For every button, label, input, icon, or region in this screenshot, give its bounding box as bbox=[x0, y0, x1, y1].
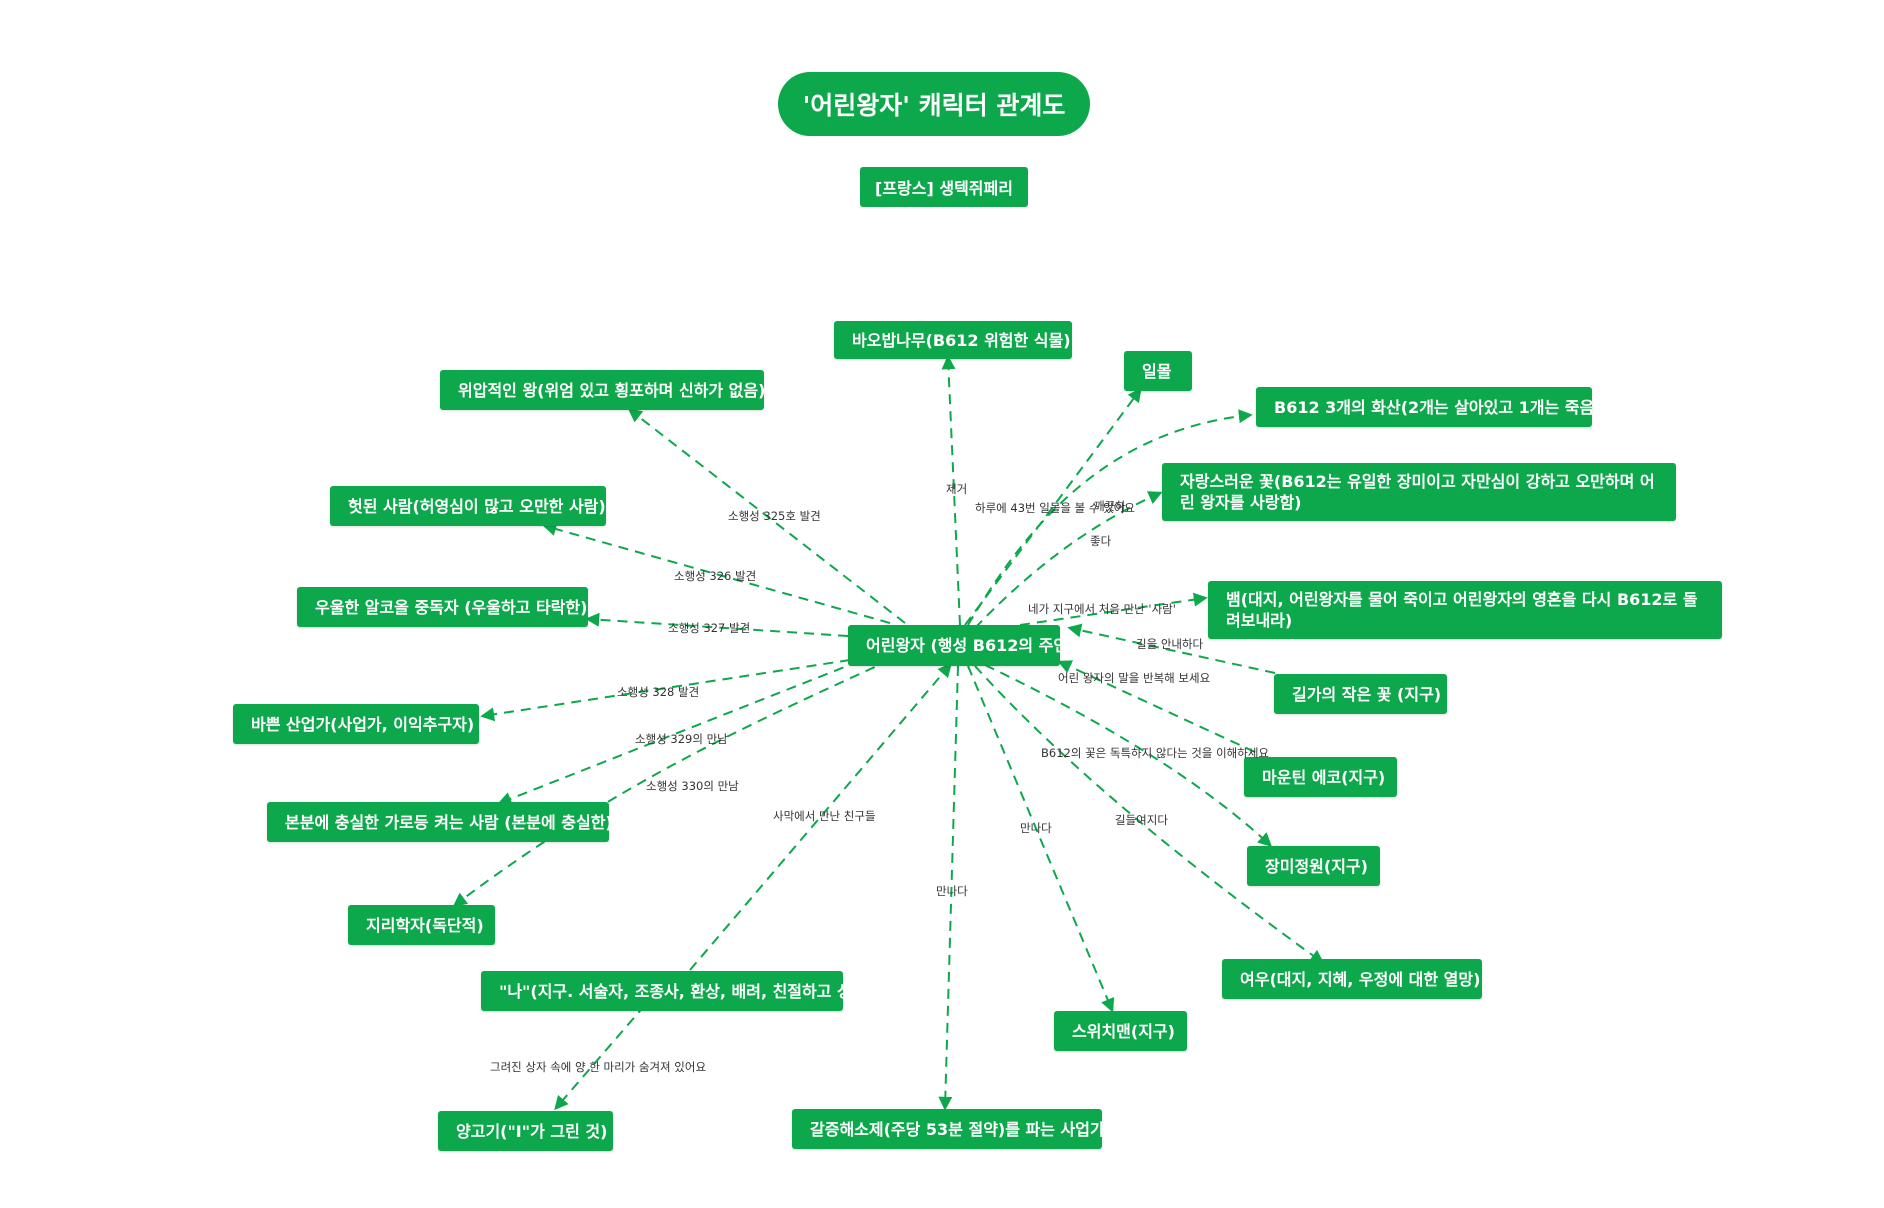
edge-switchman bbox=[967, 665, 1115, 1013]
edge-geographer bbox=[452, 659, 891, 907]
edge-baobab bbox=[941, 355, 961, 626]
edge-label-narrator: 사막에서 만난 친구들 bbox=[773, 809, 876, 823]
edge-merchant bbox=[938, 665, 959, 1111]
edge-label-echo: 어린 왕자의 말을 반복해 보세요 bbox=[1058, 671, 1211, 685]
edge-fox bbox=[974, 665, 1325, 964]
edge-label-lamplighter: 소행성 329의 만남 bbox=[635, 732, 728, 746]
node-businessman[interactable]: 바쁜 산업가(사업가, 이익추구자) bbox=[233, 704, 479, 744]
edge-label-baobab: 제거 bbox=[946, 482, 968, 496]
node-king[interactable]: 위압적인 왕(위엄 있고 횡포하며 신하가 없음) bbox=[440, 370, 765, 410]
edge-vain bbox=[542, 522, 891, 624]
edge-label-sunset: 하루에 43번 일몰을 볼 수 있어요 bbox=[975, 501, 1135, 515]
node-drunkard[interactable]: 우울한 알코올 중독자 (우울하고 타락한) bbox=[297, 587, 588, 627]
edge-volcano bbox=[967, 409, 1253, 626]
edge-roadflower bbox=[1067, 623, 1276, 674]
edge-flower bbox=[974, 491, 1163, 629]
edge-label-fox: 길들여지다 bbox=[1115, 813, 1168, 827]
edge-businessman bbox=[480, 659, 851, 722]
node-volcano[interactable]: B612 3개의 화산(2개는 살아있고 1개는 죽음) bbox=[1256, 387, 1602, 427]
edge-label-businessman: 소행성 328 발견 bbox=[617, 685, 700, 699]
node-rosegarden[interactable]: 장미정원(지구) bbox=[1247, 846, 1380, 886]
edge-king bbox=[627, 408, 906, 624]
diagram-subtitle: [프랑스] 생텍쥐페리 bbox=[860, 167, 1028, 207]
node-narrator[interactable]: "나"(지구. 서술자, 조종사, 환상, 배려, 친절하고 성실함) bbox=[481, 971, 889, 1011]
diagram-title: '어린왕자' 캐릭터 관계도 bbox=[778, 72, 1090, 136]
edge-label-merchant: 만나다 bbox=[936, 884, 968, 898]
edge-label-geographer: 소행성 330의 만남 bbox=[646, 779, 739, 793]
edge-label-snake: 네가 지구에서 처음 만난 '사람' bbox=[1028, 602, 1176, 616]
node-snake[interactable]: 뱀(대지, 어린왕자를 물어 죽이고 어린왕자의 영혼을 다시 B612로 돌려… bbox=[1208, 581, 1722, 639]
edge-snake bbox=[1019, 592, 1208, 626]
edge-label-drunkard: 소행성 327 발견 bbox=[668, 621, 751, 635]
edge-label-volcano: 깨끗하 bbox=[1094, 499, 1126, 513]
edge-sunset bbox=[964, 387, 1142, 626]
node-sheep[interactable]: 양고기("I"가 그린 것) bbox=[438, 1111, 613, 1151]
node-sunset[interactable]: 일몰 bbox=[1124, 351, 1192, 391]
node-geographer[interactable]: 지리학자(독단적) bbox=[348, 905, 495, 945]
node-center[interactable]: 어린왕자 (행성 B612의 주인) bbox=[848, 625, 1075, 666]
node-roadflower[interactable]: 길가의 작은 꽃 (지구) bbox=[1274, 674, 1447, 714]
edge-echo bbox=[1057, 660, 1256, 753]
node-fox[interactable]: 여우(대지, 지혜, 우정에 대한 열망) bbox=[1222, 959, 1482, 999]
node-merchant[interactable]: 갈증해소제(주당 53분 절약)를 파는 사업가 bbox=[792, 1109, 1105, 1149]
edge-label-roadflower: 길을 안내하다 bbox=[1136, 637, 1204, 651]
node-baobab[interactable]: 바오밥나무(B612 위험한 식물) bbox=[834, 321, 1072, 359]
node-vain[interactable]: 헛된 사람(허영심이 많고 오만한 사람) bbox=[330, 486, 606, 526]
edge-label-king: 소행성 325호 발견 bbox=[728, 509, 821, 523]
node-echo[interactable]: 마운틴 에코(지구) bbox=[1244, 757, 1397, 797]
node-switchman[interactable]: 스위치맨(지구) bbox=[1054, 1011, 1187, 1051]
edge-label-rosegarden: B612의 꽃은 독특하지 않다는 것을 이해하세요 bbox=[1041, 746, 1269, 760]
node-lamplighter[interactable]: 본분에 충실한 가로등 켜는 사람 (본분에 충실한) bbox=[267, 802, 613, 842]
edge-label-flower: 좋다 bbox=[1090, 534, 1112, 548]
node-flower[interactable]: 자랑스러운 꽃(B612는 유일한 장미이고 자만심이 강하고 오만하며 어린 … bbox=[1162, 463, 1676, 521]
edge-label-vain: 소행성 326 발견 bbox=[674, 569, 757, 583]
edge-drunkard bbox=[585, 612, 849, 637]
edge-sheep bbox=[554, 1004, 646, 1111]
edge-label-sheep: 그려진 상자 속에 양 한 마리가 숨겨져 있어요 bbox=[490, 1060, 707, 1074]
edge-label-switchman: 만나다 bbox=[1020, 821, 1052, 835]
